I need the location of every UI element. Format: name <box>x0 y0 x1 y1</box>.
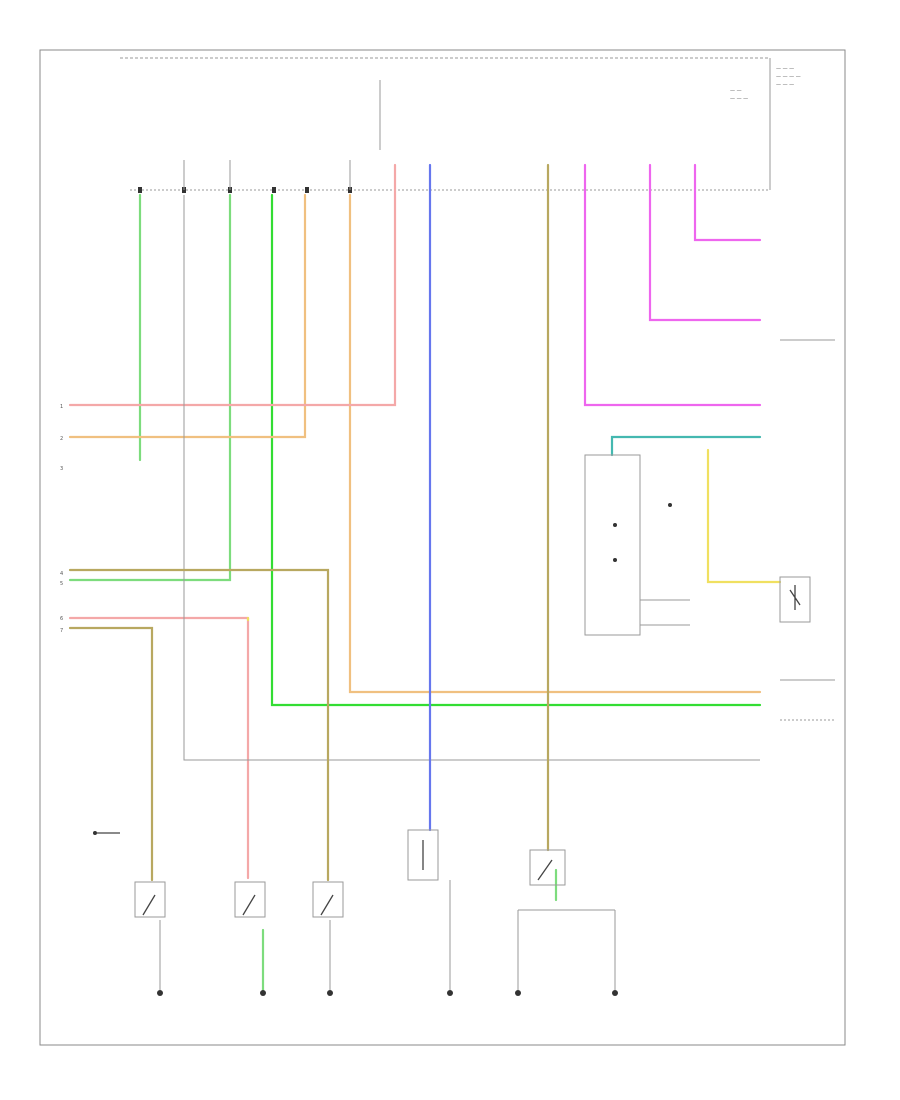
svg-text:— — — —: — — — — <box>776 74 801 80</box>
svg-text:5: 5 <box>60 581 63 587</box>
relay-icon <box>789 585 801 610</box>
switch-icon <box>234 881 266 918</box>
wire-green-main <box>270 193 762 707</box>
wire-green-2 <box>68 193 232 582</box>
svg-text:4: 4 <box>60 571 63 577</box>
wire-orange-2 <box>348 193 762 694</box>
module-box: — — — — — — — — — — — — — — — <box>120 57 801 191</box>
wire-magenta-1 <box>583 163 762 407</box>
ground-icon <box>157 990 618 996</box>
connector-icon <box>138 160 352 193</box>
sensor-icon <box>93 831 120 835</box>
wire-olive-2 <box>68 568 330 882</box>
wire-teal <box>610 435 762 457</box>
svg-text:— — —: — — — <box>776 66 794 72</box>
wire-magenta-3 <box>693 163 762 242</box>
svg-text:1: 1 <box>60 404 63 410</box>
wire-gray <box>183 195 740 761</box>
switch-icon <box>407 829 439 881</box>
svg-text:— — —: — — — <box>776 82 794 88</box>
switch-icon <box>134 881 166 918</box>
right-tags <box>740 339 835 761</box>
relay-block <box>584 454 811 636</box>
svg-text:6: 6 <box>60 616 63 622</box>
wire-pink <box>68 163 397 407</box>
wires <box>68 163 782 992</box>
wire-yellow <box>706 448 782 584</box>
svg-text:3: 3 <box>60 466 63 472</box>
wire-olive-3 <box>68 626 154 882</box>
bottom-components <box>93 829 618 996</box>
svg-text:— — —: — — — <box>730 96 748 102</box>
svg-text:7: 7 <box>60 628 63 634</box>
svg-text:— —: — — <box>730 88 742 94</box>
wire-orange <box>68 193 307 439</box>
diagram-frame <box>39 49 846 1046</box>
switch-icon <box>312 881 344 918</box>
svg-text:2: 2 <box>60 436 63 442</box>
switch-icon <box>529 849 566 886</box>
wire-magenta-2 <box>648 163 762 322</box>
left-connectors: 1 2 3 4 5 6 7 <box>60 404 63 634</box>
